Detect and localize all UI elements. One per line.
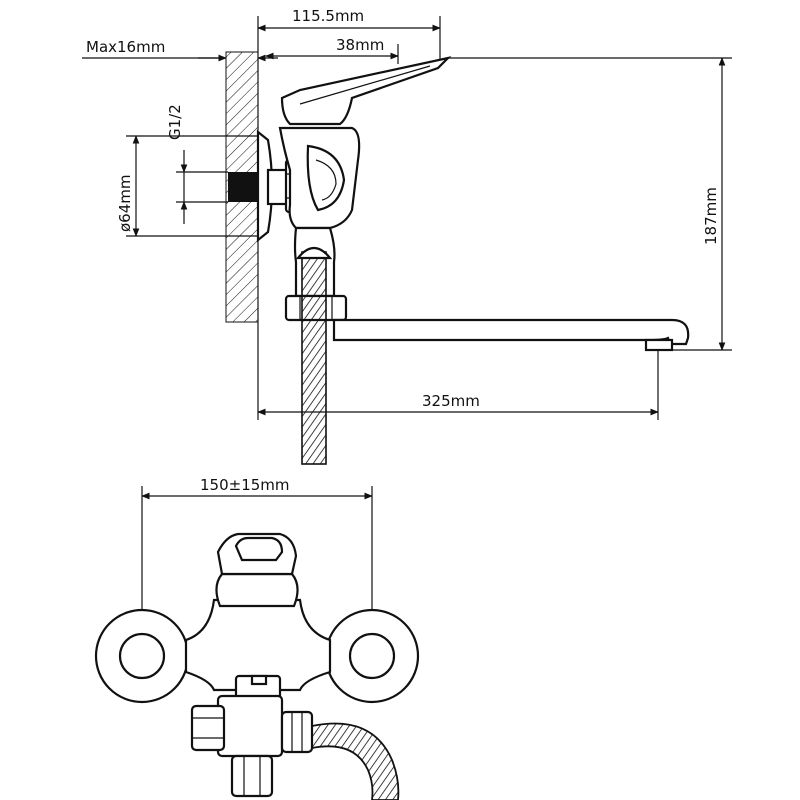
right-flange-inner	[348, 632, 396, 680]
shower-hose-front	[311, 722, 400, 800]
dim-spout-length: 325mm	[422, 392, 480, 410]
hose-nut	[280, 710, 314, 754]
dim-thread: G1/2	[166, 104, 184, 140]
bottom-nut	[230, 754, 274, 798]
front-body	[184, 598, 332, 692]
pipe-in-wall	[228, 172, 258, 202]
dim-lever-depth: 38mm	[336, 36, 384, 54]
side-view: 115.5mm 38mm Max16mm 187mm 325mm ø64mm G…	[82, 7, 732, 465]
dim-max-depth: Max16mm	[86, 38, 165, 56]
shower-hose	[301, 251, 327, 465]
dim-flange-diameter: ø64mm	[116, 175, 134, 233]
dim-center-distance: 150±15mm	[200, 476, 290, 494]
dim-depth-total: 115.5mm	[292, 7, 364, 25]
aerator	[644, 338, 674, 352]
left-nut	[190, 704, 226, 752]
dim-height: 187mm	[702, 187, 720, 245]
cartridge-cap	[215, 572, 299, 608]
front-view: 150±15mm	[94, 476, 420, 800]
mixer-lever[interactable]	[280, 56, 452, 126]
spout	[332, 318, 690, 346]
left-flange-inner	[118, 632, 166, 680]
